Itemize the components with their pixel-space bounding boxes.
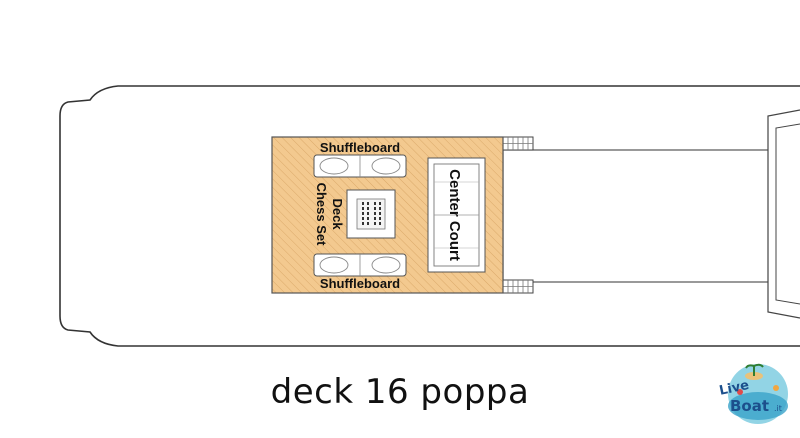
shuffleboard-bottom-label: Shuffleboard bbox=[320, 276, 400, 291]
deck-caption: deck 16 poppa bbox=[270, 372, 530, 412]
chess-label-line2: Chess Set bbox=[314, 183, 329, 247]
walkway-corridor bbox=[502, 149, 774, 283]
logo-text-boat: Boat bbox=[730, 397, 769, 415]
shuffleboard-court-bottom bbox=[313, 253, 407, 277]
logo-text-domain: .it bbox=[774, 404, 782, 413]
stair-grate-bottom bbox=[502, 279, 534, 294]
logo-text-live: Live bbox=[718, 378, 751, 399]
forward-structure bbox=[767, 109, 800, 319]
shuffleboard-top-label: Shuffleboard bbox=[320, 140, 400, 155]
liveboat-logo: Live Boat .it bbox=[718, 363, 788, 424]
center-court bbox=[427, 157, 486, 273]
stair-grate-top bbox=[502, 136, 534, 151]
center-court-label: Center Court bbox=[446, 169, 463, 261]
forward-structure-inner bbox=[775, 123, 800, 305]
chess-board bbox=[346, 189, 396, 239]
chess-label-line1: Deck bbox=[330, 198, 345, 230]
shuffleboard-court-top bbox=[313, 154, 407, 178]
